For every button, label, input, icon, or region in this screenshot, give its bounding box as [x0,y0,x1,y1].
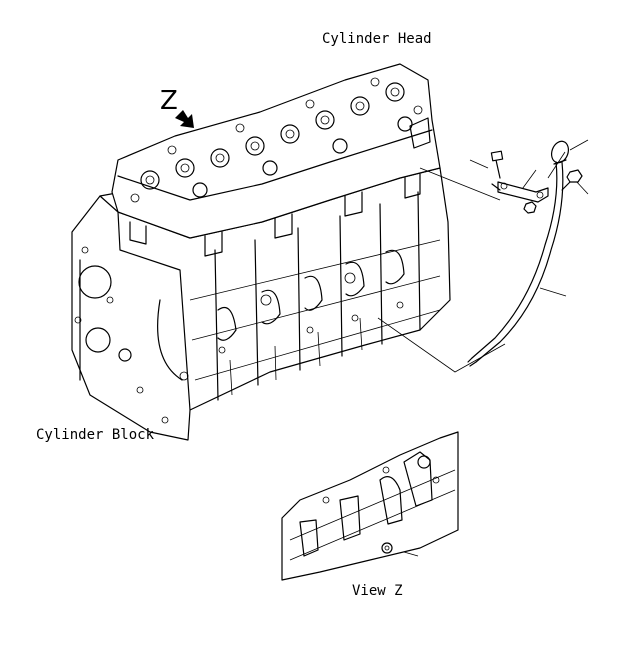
arrow-down-right-icon [175,110,194,128]
view-z-label: View Z [352,583,403,599]
view-z-detail-drawing [281,431,459,581]
dipstick-assembly [467,140,583,367]
cylinder-head-label: Cylinder Head [322,31,432,47]
cylinder-head-drawing [111,63,441,257]
z-view-marker: Z [160,86,178,116]
cylinder-block-label: Cylinder Block [36,427,155,443]
